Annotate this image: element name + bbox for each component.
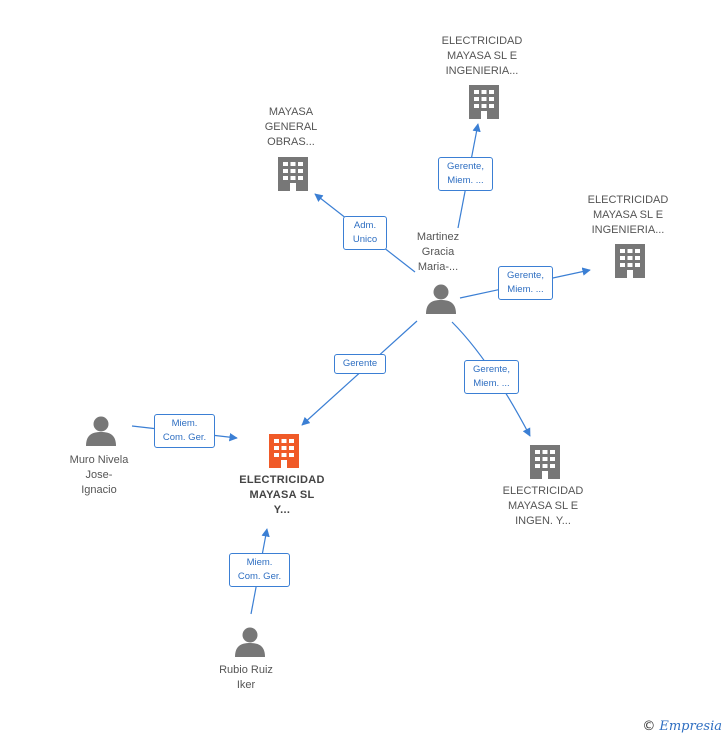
building-icon[interactable] <box>469 85 499 119</box>
node-label-rubio[interactable]: Rubio Ruiz Iker <box>219 664 273 691</box>
node-label-muro[interactable]: Muro Nivela Jose- Ignacio <box>69 454 129 496</box>
node-label-ingen[interactable]: ELECTRICIDAD MAYASA SL E INGEN. Y... <box>502 485 584 527</box>
building-icon[interactable] <box>530 445 560 479</box>
person-icon[interactable] <box>235 627 265 658</box>
brand-logo: Empresia <box>659 719 722 734</box>
edge-label-gerente-miem-bottom[interactable]: Gerente, Miem. ... <box>464 360 519 394</box>
edge-label-gerente-miem-right[interactable]: Gerente, Miem. ... <box>498 266 553 300</box>
node-label-mayasa-general[interactable]: MAYASA GENERAL OBRAS... <box>264 106 318 148</box>
person-icon[interactable] <box>426 284 456 315</box>
edge-label-miem-com-ger-muro[interactable]: Miem. Com. Ger. <box>154 414 215 448</box>
copyright-symbol: © <box>642 719 656 734</box>
node-label-ingenieria-top[interactable]: ELECTRICIDAD MAYASA SL E INGENIERIA... <box>441 35 523 77</box>
edge-label-adm-unico[interactable]: Adm. Unico <box>343 216 387 250</box>
edge-label-miem-com-ger-rubio[interactable]: Miem. Com. Ger. <box>229 553 290 587</box>
node-label-main-company[interactable]: ELECTRICIDAD MAYASA SL Y... <box>239 474 325 516</box>
building-icon[interactable] <box>269 434 299 468</box>
edge-label-gerente-miem-top[interactable]: Gerente, Miem. ... <box>438 157 493 191</box>
building-icon[interactable] <box>615 244 645 278</box>
watermark: ©Empresia <box>642 719 722 734</box>
node-label-ingenieria-right[interactable]: ELECTRICIDAD MAYASA SL E INGENIERIA... <box>587 194 669 236</box>
building-icon[interactable] <box>278 157 308 191</box>
person-icon[interactable] <box>86 416 116 447</box>
edge-label-gerente[interactable]: Gerente <box>334 354 386 374</box>
node-label-martinez[interactable]: Martinez Gracia Maria-... <box>416 231 460 273</box>
